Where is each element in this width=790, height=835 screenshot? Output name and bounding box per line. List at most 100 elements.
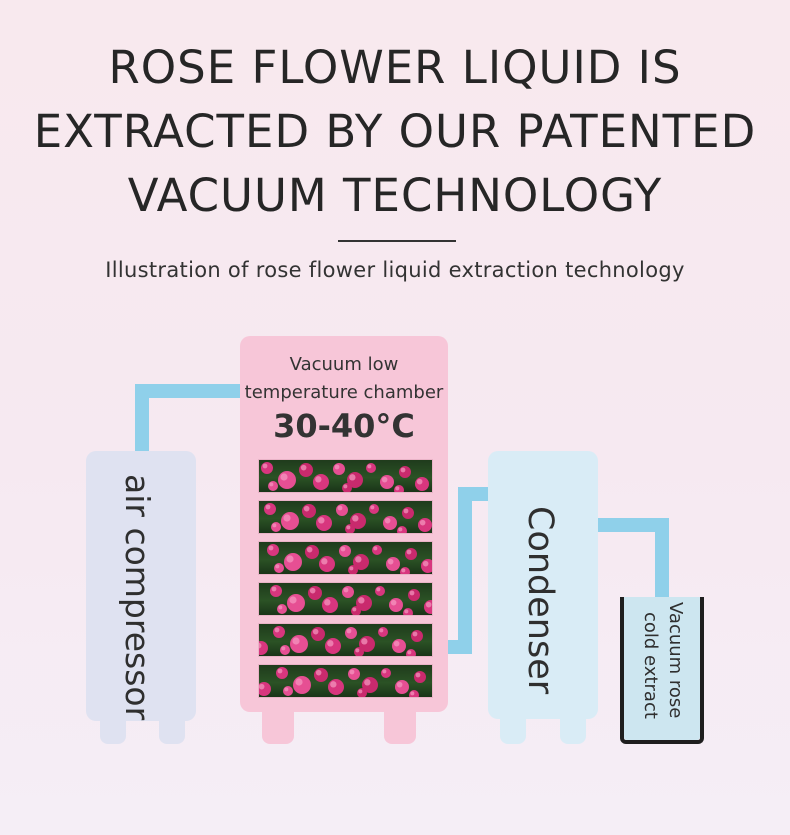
rose-blossom	[267, 544, 279, 556]
rose-blossom	[261, 462, 273, 474]
compressor-label: air compressor	[118, 474, 157, 721]
rose-tray	[258, 541, 433, 575]
rose-highlight	[400, 467, 406, 473]
condenser-label: Condenser	[520, 506, 560, 695]
rose-highlight	[367, 464, 372, 469]
rose-blossom	[411, 630, 423, 642]
rose-highlight	[382, 669, 387, 674]
beaker-label-line-1: Vacuum rose	[665, 602, 686, 719]
rose-blossom	[381, 668, 391, 678]
rose-highlight	[355, 556, 362, 563]
rose-highlight	[334, 464, 340, 470]
rose-blossom	[325, 638, 341, 654]
rose-highlight	[425, 601, 432, 608]
rose-highlight	[272, 523, 277, 528]
rose-blossom	[290, 635, 308, 653]
rose-highlight	[330, 681, 337, 688]
rose-highlight	[381, 476, 388, 483]
title-line-2: EXTRACTED BY OUR PATENTED	[33, 105, 757, 158]
rose-highlight	[396, 681, 403, 688]
rose-blossom	[383, 516, 397, 530]
beaker-liquid	[624, 597, 700, 740]
rose-highlight	[265, 504, 271, 510]
rose-highlight	[324, 599, 331, 606]
compressor-leg-left	[100, 718, 126, 744]
rose-blossom	[314, 668, 328, 682]
rose-blossom	[342, 586, 354, 598]
rose-blossom	[280, 645, 290, 655]
rose-blossom	[395, 680, 409, 694]
rose-highlight	[274, 627, 280, 633]
rose-highlight	[403, 508, 409, 514]
rose-blossom	[277, 604, 287, 614]
chamber-label-line-1: Vacuum low	[289, 354, 399, 375]
title-line-1: ROSE FLOWER LIQUID IS	[108, 41, 682, 94]
rose-highlight	[262, 463, 268, 469]
rose-blossom	[386, 557, 400, 571]
rose-highlight	[393, 640, 400, 647]
pipe-chamber-to-condenser-top	[458, 487, 489, 501]
rose-highlight	[364, 679, 371, 686]
rose-highlight	[406, 549, 412, 555]
rose-highlight	[349, 566, 354, 571]
pipe-condenser-to-beaker	[655, 518, 669, 610]
rose-blossom	[274, 563, 284, 573]
rose-blossom	[293, 676, 311, 694]
beaker-label-line-2: cold extract	[640, 612, 661, 719]
rose-blossom	[311, 627, 325, 641]
pipe-compressor-to-chamber	[135, 384, 241, 398]
rose-blossom	[273, 626, 285, 638]
condenser-leg-right	[560, 716, 586, 744]
rose-highlight	[343, 484, 348, 489]
rose-blossom	[302, 504, 316, 518]
rose-highlight	[289, 596, 297, 604]
rose-photo	[267, 544, 432, 574]
pipe-condenser-out	[597, 518, 669, 532]
rose-blossom	[316, 515, 332, 531]
rose-highlight	[295, 678, 303, 686]
rose-blossom	[319, 556, 335, 572]
rose-tray	[258, 664, 433, 698]
rose-blossom	[405, 548, 417, 560]
rose-blossom	[305, 545, 319, 559]
rose-blossom	[399, 466, 411, 478]
condenser-leg-left	[500, 716, 526, 744]
rose-highlight	[355, 648, 360, 653]
title-divider	[338, 240, 456, 242]
rose-blossom	[328, 679, 344, 695]
rose-tray	[258, 623, 433, 657]
rose-highlight	[370, 505, 375, 510]
rose-highlight	[384, 517, 391, 524]
rose-blossom	[284, 553, 302, 571]
rose-highlight	[373, 546, 378, 551]
rose-highlight	[390, 599, 397, 606]
rose-blossom	[278, 471, 296, 489]
rose-highlight	[292, 637, 300, 645]
rose-blossom	[375, 586, 385, 596]
rose-highlight	[271, 586, 277, 592]
rose-blossom	[366, 463, 376, 473]
rose-highlight	[352, 515, 359, 522]
rose-blossom	[264, 503, 276, 515]
rose-photo	[259, 667, 426, 697]
rose-blossom	[333, 463, 345, 475]
rose-blossom	[313, 474, 329, 490]
condenser	[488, 451, 598, 719]
rose-highlight	[327, 640, 334, 647]
rose-highlight	[318, 517, 325, 524]
rose-highlight	[343, 587, 349, 593]
rose-blossom	[322, 597, 338, 613]
rose-blossom	[339, 545, 351, 557]
rose-blossom	[308, 586, 322, 600]
rose-tray	[258, 582, 433, 616]
rose-blossom	[270, 585, 282, 597]
chamber-label-line-2: temperature chamber	[244, 382, 444, 403]
rose-highlight	[269, 482, 274, 487]
rose-blossom	[389, 598, 403, 612]
rose-highlight	[259, 683, 265, 690]
rose-highlight	[278, 605, 283, 610]
rose-highlight	[419, 519, 426, 526]
rose-blossom	[271, 522, 281, 532]
rose-blossom	[276, 667, 288, 679]
rose-highlight	[349, 474, 356, 481]
